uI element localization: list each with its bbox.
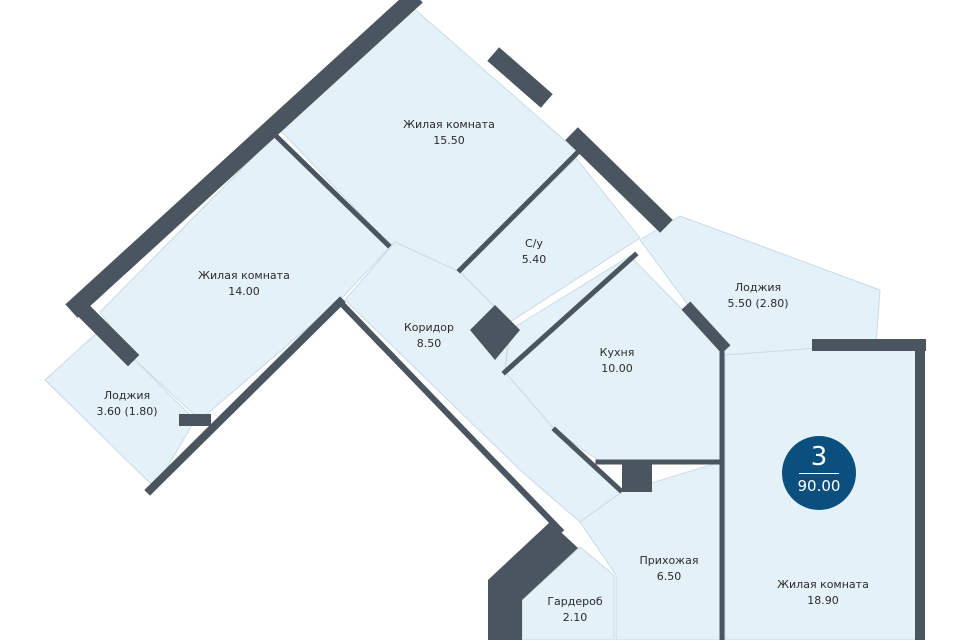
room-loggia-1[interactable] (44, 329, 196, 489)
wall-blocks (470, 305, 652, 640)
room-area: 6.50 (656, 570, 682, 583)
room-name: Лоджия (103, 389, 151, 402)
room-name: Жилая комната (198, 269, 290, 282)
room-label-bedroom-2: Жилая комната 14.00 (198, 268, 290, 300)
apartment-badge: 3 90.00 (782, 436, 856, 510)
room-name: Лоджия (734, 281, 782, 294)
room-area: 3.60 (1.80) (96, 405, 158, 418)
room-area: 2.10 (562, 611, 588, 624)
room-name: Коридор (404, 321, 454, 334)
room-area: 15.50 (433, 134, 465, 147)
room-label-loggia-1: Лоджия 3.60 (1.80) (96, 388, 157, 420)
room-name: С/у (525, 237, 543, 250)
room-label-corridor: Коридор 8.50 (404, 320, 454, 352)
room-area: 5.40 (521, 253, 547, 266)
room-area: 8.50 (416, 337, 442, 350)
room-name: Кухня (599, 346, 635, 359)
room-label-hallway: Прихожая 6.50 (640, 553, 699, 585)
room-name: Гардероб (547, 595, 603, 608)
room-name: Прихожая (639, 554, 699, 567)
room-area: 18.90 (807, 594, 839, 607)
total-area: 90.00 (797, 477, 841, 495)
badge-divider (799, 473, 839, 474)
walls (65, 0, 926, 640)
room-label-kitchen: Кухня 10.00 (600, 345, 635, 377)
room-area: 10.00 (601, 362, 633, 375)
room-name: Жилая комната (403, 118, 495, 131)
room-area: 5.50 (2.80) (727, 297, 789, 310)
room-label-wardrobe: Гардероб 2.10 (547, 594, 602, 626)
room-label-loggia-2: Лоджия 5.50 (2.80) (727, 280, 788, 312)
room-label-bedroom-3: Жилая комната 18.90 (777, 577, 869, 609)
rooms-count: 3 (810, 442, 828, 472)
room-label-bedroom-1: Жилая комната 15.50 (403, 117, 495, 149)
room-name: Жилая комната (777, 578, 869, 591)
room-label-bathroom: С/у 5.40 (522, 236, 547, 268)
room-area: 14.00 (228, 285, 260, 298)
